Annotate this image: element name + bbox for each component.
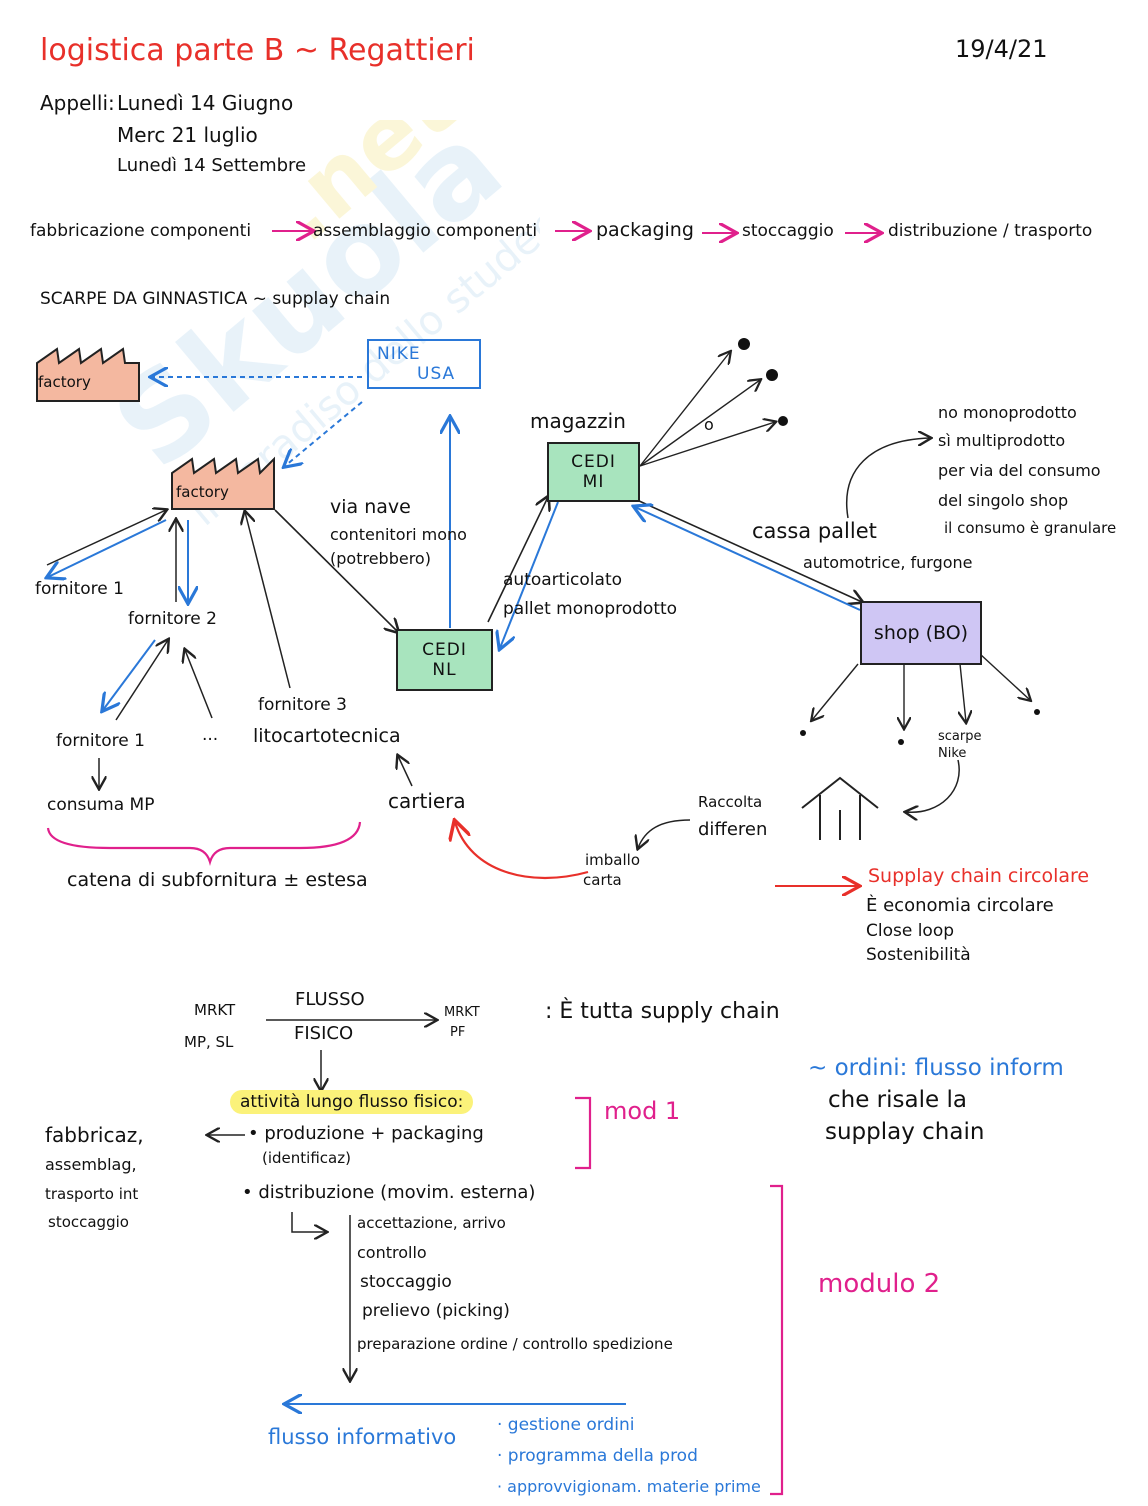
process-step: fabbricazione componenti <box>30 221 252 241</box>
info-item: · gestione ordini <box>497 1415 635 1435</box>
distribution-step: preparazione ordine / controllo spedizio… <box>357 1335 673 1353</box>
nike-label: NIKE <box>377 344 421 364</box>
circular-line: È economia circolare <box>866 895 1054 916</box>
process-step: packaging <box>596 219 694 241</box>
info-item: · programma della prod <box>497 1446 698 1466</box>
left-note: assemblag, <box>45 1155 137 1174</box>
flusso-note: : È tutta supply chain <box>545 999 780 1024</box>
litocartotecnica-label: litocartotecnica <box>253 725 401 747</box>
potrebbero-label: (potrebbero) <box>330 549 431 568</box>
left-note: trasporto int <box>45 1185 139 1203</box>
cedi-nl-box: CEDI NL <box>396 629 493 691</box>
dots-label: ... <box>202 725 219 745</box>
page-title: logistica parte B ~ Regattieri <box>40 33 475 68</box>
ordini-line: che risale la <box>828 1087 967 1113</box>
circular-line: Close loop <box>866 921 955 941</box>
note-line: no monoprodotto <box>938 403 1077 422</box>
modulo2-label: modulo 2 <box>818 1269 941 1299</box>
via-nave-label: via nave <box>330 496 411 518</box>
circular-title: Supplay chain circolare <box>868 865 1090 887</box>
cartiera-label: cartiera <box>388 789 466 813</box>
process-step: distribuzione / trasporto <box>888 221 1093 241</box>
cedi-location: NL <box>432 660 457 680</box>
autoarticolato-label: autoarticolato <box>503 570 623 590</box>
appello-date: Lunedì 14 Giugno <box>117 91 294 115</box>
shop-box: shop (BO) <box>860 601 982 665</box>
distribution-step: prelievo (picking) <box>362 1301 510 1321</box>
factory-label: factory <box>38 373 91 391</box>
cedi-mi-box: CEDI MI <box>547 442 640 502</box>
supply-chain-heading: SCARPE DA GINNASTICA ~ supplay chain <box>40 289 391 309</box>
magazzini-label: magazzin <box>530 409 626 433</box>
note-line: del singolo shop <box>938 491 1069 510</box>
ordini-line: supplay chain <box>825 1119 985 1145</box>
differen-label: differen <box>698 819 768 840</box>
shop-label: shop (BO) <box>873 622 969 644</box>
activities-heading: attività lungo flusso fisico: <box>230 1090 474 1114</box>
distribution-step: accettazione, arrivo <box>357 1214 506 1232</box>
catena-label: catena di subfornitura ± estesa <box>67 869 368 891</box>
cassa-pallet-label: cassa pallet <box>752 519 877 543</box>
identificaz-label: (identificaz) <box>262 1149 351 1167</box>
process-step: stoccaggio <box>742 221 834 241</box>
flusso-bottom: FISICO <box>294 1023 354 1044</box>
fornitore-label: fornitore 1 <box>56 731 145 751</box>
pallet-label: pallet monoprodotto <box>503 599 678 619</box>
cedi-label: CEDI <box>571 452 616 472</box>
appelli-label: Appelli: <box>40 91 115 115</box>
factory-icon <box>171 456 275 510</box>
nike-usa-box: NIKE USA <box>367 339 481 389</box>
date-label: 19/4/21 <box>955 35 1048 63</box>
mrkt-left: MRKT <box>194 1001 236 1019</box>
flusso-informativo-label: flusso informativo <box>268 1425 457 1449</box>
fornitore-label: fornitore 1 <box>35 579 124 599</box>
left-note: fabbricaz, <box>45 1123 144 1147</box>
note-line: sì multiprodotto <box>938 431 1066 450</box>
left-note: stoccaggio <box>48 1213 129 1231</box>
flusso-top: FLUSSO <box>295 989 365 1010</box>
distribution-step: controllo <box>357 1243 427 1262</box>
activities-heading-wrap: attività lungo flusso fisico: <box>230 1090 474 1114</box>
cedi-location: MI <box>582 472 605 492</box>
imballo-label: imballo <box>585 851 641 869</box>
info-item: · approvvigionam. materie prime <box>497 1477 761 1496</box>
circular-line: Sostenibilità <box>866 945 971 965</box>
fornitore-label: fornitore 3 <box>258 695 347 715</box>
mrkt-left-sub: MP, SL <box>184 1033 234 1051</box>
house-icon <box>801 776 879 840</box>
distribuzione-item: • distribuzione (movim. esterna) <box>242 1182 536 1203</box>
o-label: o <box>704 415 714 434</box>
distribution-step: stoccaggio <box>360 1272 452 1292</box>
note-line: il consumo è granulare <box>944 519 1117 537</box>
produzione-item: • produzione + packaging <box>248 1123 484 1144</box>
mrkt-right: MRKT <box>444 1005 480 1020</box>
fornitore-label: fornitore 2 <box>128 609 217 629</box>
process-step: assemblaggio componenti <box>313 221 538 241</box>
mod1-label: mod 1 <box>604 1097 681 1125</box>
usa-label: USA <box>417 364 456 384</box>
note-line: per via del consumo <box>938 461 1101 480</box>
nike-small-label: Nike <box>938 746 967 761</box>
appello-date: Merc 21 luglio <box>117 123 258 147</box>
scarpe-label: scarpe <box>938 729 982 744</box>
appello-date: Lunedì 14 Settembre <box>117 155 307 176</box>
factory-icon <box>36 347 140 402</box>
automotrice-label: automotrice, furgone <box>803 553 973 572</box>
carta-label: carta <box>583 871 622 889</box>
cedi-label: CEDI <box>422 640 467 660</box>
raccolta-label: Raccolta <box>698 793 763 811</box>
mrkt-right-sub: PF <box>450 1025 466 1040</box>
ordini-title: ~ ordini: flusso inform <box>808 1055 1064 1081</box>
contenitori-label: contenitori mono <box>330 525 467 544</box>
consuma-mp-label: consuma MP <box>47 795 155 815</box>
factory-label: factory <box>176 483 229 501</box>
